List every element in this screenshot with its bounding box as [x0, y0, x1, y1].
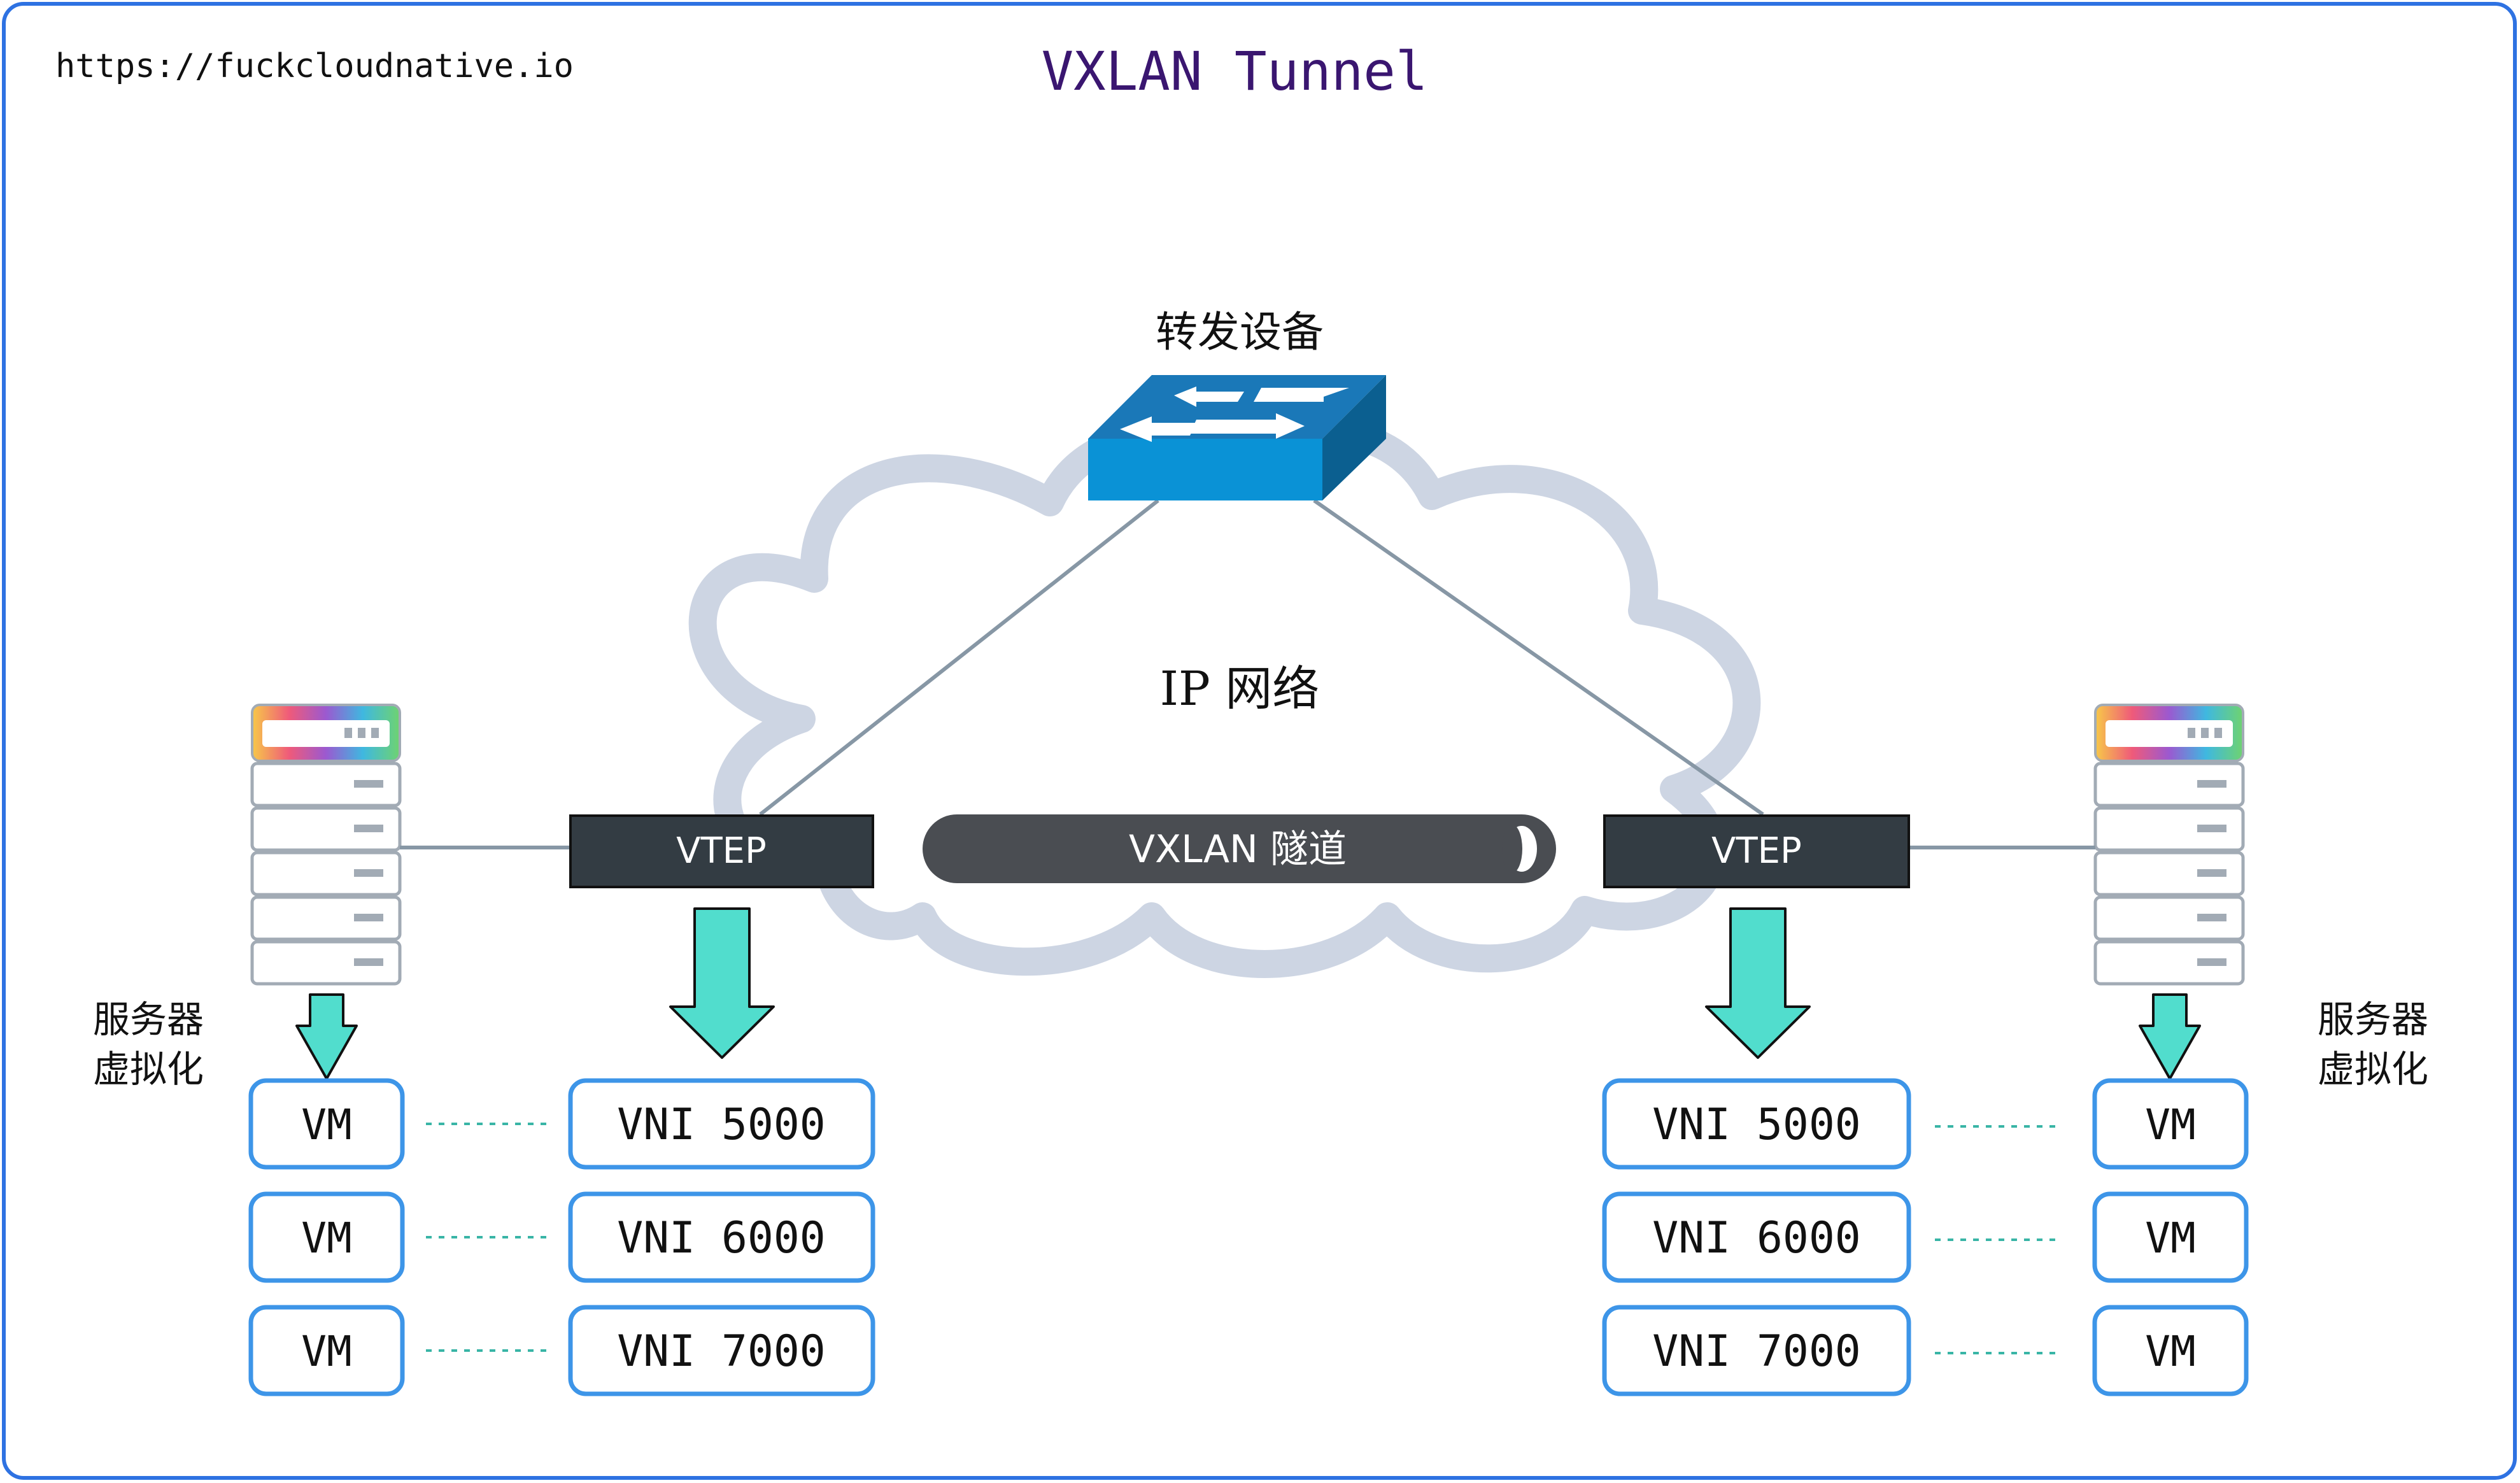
network-switch-icon — [1088, 375, 1386, 500]
left-server-down-arrow-icon — [295, 993, 358, 1080]
left-vtep-label: VTEP — [676, 830, 767, 872]
right-virtualization-line2: 虚拟化 — [2318, 1047, 2428, 1091]
tunnel-label: VXLAN 隧道 — [1129, 827, 1347, 872]
left-vni-label: VNI 7000 — [617, 1326, 826, 1377]
left-virtualization-line2: 虚拟化 — [93, 1047, 204, 1091]
link-switch-left — [759, 499, 1159, 816]
left-vtep-down-arrow-icon — [669, 907, 775, 1059]
left-vm-list: VM VM VM — [248, 1078, 405, 1396]
right-vni-item: VNI 7000 — [1602, 1305, 1911, 1396]
link-switch-right — [1313, 499, 1764, 816]
right-vni-label: VNI 5000 — [1652, 1100, 1861, 1150]
right-vni-item: VNI 5000 — [1602, 1078, 1911, 1170]
right-vtep: VTEP — [1603, 814, 1910, 888]
right-vni-list: VNI 5000 VNI 6000 VNI 7000 — [1602, 1078, 1911, 1396]
vxlan-tunnel: VXLAN 隧道 — [923, 814, 1556, 883]
left-server-rack-icon — [250, 704, 402, 986]
left-vm-item: VM — [248, 1305, 405, 1396]
right-vni-label: VNI 6000 — [1652, 1213, 1861, 1263]
left-vm-label: VM — [301, 1214, 351, 1263]
right-vm-item: VM — [2092, 1078, 2249, 1170]
left-vni-item: VNI 7000 — [568, 1305, 875, 1396]
left-virtualization-line1: 服务器 — [93, 998, 204, 1041]
left-vni-item: VNI 5000 — [568, 1078, 875, 1170]
left-vm-item: VM — [248, 1191, 405, 1283]
diagram-title: VXLAN Tunnel — [1042, 40, 1428, 103]
right-vm-label: VM — [2145, 1214, 2195, 1263]
left-vtep: VTEP — [569, 814, 874, 888]
left-vni-label: VNI 5000 — [617, 1100, 826, 1150]
left-vni-list: VNI 5000 VNI 6000 VNI 7000 — [568, 1078, 875, 1396]
right-server-rack-icon — [2093, 704, 2245, 986]
left-vm-label: VM — [301, 1100, 351, 1149]
right-vm-label: VM — [2145, 1100, 2195, 1149]
right-vm-item: VM — [2092, 1191, 2249, 1283]
right-vm-item: VM — [2092, 1305, 2249, 1396]
right-virtualization-line1: 服务器 — [2318, 998, 2428, 1041]
right-server-down-arrow-icon — [2139, 993, 2201, 1080]
watermark-url: https://fuckcloudnative.io — [55, 47, 574, 85]
right-vni-item: VNI 6000 — [1602, 1191, 1911, 1283]
left-vm-label: VM — [301, 1327, 351, 1376]
left-vni-item: VNI 6000 — [568, 1191, 875, 1283]
right-vm-list: VM VM VM — [2092, 1078, 2249, 1396]
forwarding-device-label: 转发设备 — [1156, 308, 1324, 357]
right-vni-label: VNI 7000 — [1652, 1326, 1861, 1377]
network-label: IP 网络 — [1160, 662, 1320, 716]
right-vtep-label: VTEP — [1711, 830, 1802, 872]
vxlan-diagram: https://fuckcloudnative.io VXLAN Tunnel … — [55, 40, 2428, 1396]
right-vm-label: VM — [2145, 1327, 2195, 1376]
left-vni-label: VNI 6000 — [617, 1213, 826, 1263]
left-vm-item: VM — [248, 1078, 405, 1170]
right-vtep-down-arrow-icon — [1705, 907, 1811, 1059]
dotted-connectors — [426, 1123, 2062, 1354]
